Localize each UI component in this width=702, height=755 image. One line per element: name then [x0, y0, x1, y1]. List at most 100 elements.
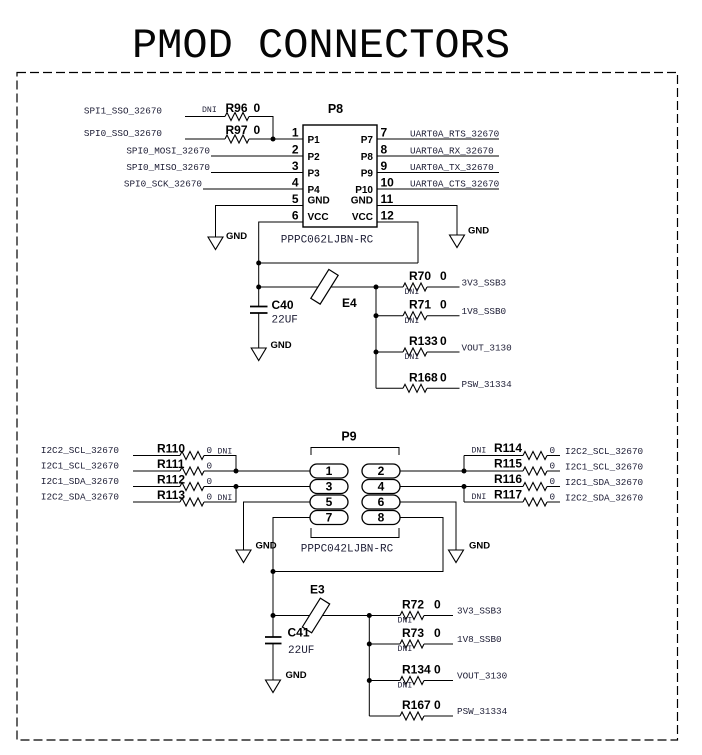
net-label: 1V8_SSB0	[462, 306, 507, 317]
p8-resistor-symbols	[224, 111, 428, 394]
r116-refdes: R116	[494, 472, 522, 486]
r70-dni: DNI	[405, 288, 420, 297]
p9-pin-number: 7	[326, 510, 333, 524]
gnd-label: GND	[469, 541, 490, 552]
r71-dni: DNI	[405, 317, 420, 326]
p9-pin-number: 1	[326, 464, 333, 478]
p8-pin-number: 6	[292, 209, 299, 223]
net-label: SPI0_MOSI_32670	[126, 146, 210, 157]
r96-refdes: R96	[226, 101, 248, 115]
net-label: I2C1_SCL_32670	[565, 462, 643, 473]
p8-pin-label: VCC	[308, 212, 329, 223]
p9-part-number: PPPC042LJBN-RC	[301, 544, 394, 556]
p8-pin-label: GND	[351, 196, 373, 207]
net-label: SPI0_SCK_32670	[124, 179, 202, 190]
c40-refdes: C40	[272, 298, 294, 312]
e4-refdes: E4	[342, 296, 357, 310]
r167-value: 0	[434, 698, 441, 712]
gnd-label: GND	[226, 231, 247, 242]
r111-value: 0	[207, 461, 213, 472]
r133-dni: DNI	[405, 353, 420, 362]
c41-refdes: C41	[288, 626, 310, 640]
r111-refdes: R111	[157, 457, 185, 471]
net-label: I2C1_SCL_32670	[41, 461, 119, 472]
p9-pin-number: 6	[378, 495, 385, 509]
p8-pin-number: 12	[381, 209, 395, 223]
net-label: UART0A_TX_32670	[410, 162, 494, 173]
c40-value: 22UF	[272, 315, 298, 327]
net-label: I2C2_SCL_32670	[41, 445, 119, 456]
r97-value: 0	[254, 123, 261, 137]
r133-value: 0	[440, 334, 447, 348]
gnd-symbol-c41	[264, 679, 282, 694]
p8-pin-number: 4	[292, 176, 299, 190]
p8-pin-label: P9	[361, 169, 374, 180]
r73-value: 0	[434, 626, 441, 640]
p9-connector-section: P9 1 3 5 7 2 4 6 8 PPPC042LJBN-RC I2C2_S…	[41, 430, 643, 722]
r72-value: 0	[434, 598, 441, 612]
p8-refdes: P8	[328, 102, 343, 116]
r117-refdes: R117	[494, 488, 522, 502]
r114-dni: DNI	[472, 447, 487, 456]
p8-connector-body	[302, 124, 378, 228]
r96-dni: DNI	[202, 106, 217, 115]
p9-pin-number: 4	[378, 479, 385, 493]
net-label: VOUT_3130	[462, 343, 512, 354]
r97-refdes: R97	[226, 123, 248, 137]
r72-refdes: R72	[402, 598, 424, 612]
net-label: 3V3_SSB3	[462, 278, 507, 289]
r112-value: 0	[207, 476, 213, 487]
p8-part-number: PPPC062LJBN-RC	[281, 235, 374, 247]
e4-bead-symbol	[310, 268, 339, 305]
r110-dni: DNI	[218, 448, 233, 457]
p8-pin-number: 7	[381, 126, 388, 140]
p8-pin-number: 5	[292, 192, 299, 206]
p9-pin-number: 5	[326, 495, 333, 509]
p8-pin-number: 1	[292, 126, 299, 140]
gnd-label: GND	[256, 541, 277, 552]
r114-refdes: R114	[494, 441, 522, 455]
p8-connector-section: P8 SPI1_SSO_32670 SPI0_SSO_32670 SPI0_MO…	[84, 101, 512, 394]
r113-value: 0	[207, 492, 213, 503]
gnd-symbol-c40	[250, 347, 268, 362]
r73-dni: DNI	[398, 645, 413, 654]
r113-refdes: R113	[157, 488, 185, 502]
p8-pin-label: P8	[361, 152, 374, 163]
r115-value: 0	[550, 461, 556, 472]
r71-value: 0	[440, 298, 447, 312]
gnd-symbol-p8-right	[448, 234, 466, 249]
r112-refdes: R112	[157, 473, 185, 487]
r115-refdes: R115	[494, 457, 522, 471]
net-label: SPI0_SSO_32670	[84, 128, 162, 139]
p8-wires	[185, 116, 499, 389]
r168-value: 0	[440, 370, 447, 384]
r110-refdes: R110	[157, 442, 185, 456]
p8-pin-number: 2	[292, 143, 299, 157]
p8-pin-label: P7	[361, 135, 374, 146]
p8-pin-label: P4	[308, 185, 321, 196]
r167-refdes: R167	[402, 698, 431, 712]
sheet-border	[16, 71, 679, 741]
p9-pin-number: 2	[378, 464, 385, 478]
p9-bracket-top	[310, 447, 400, 455]
r133-refdes: R133	[409, 334, 438, 348]
r134-dni: DNI	[398, 682, 413, 691]
p9-connector-body	[309, 463, 401, 526]
c40-capacitor-symbol	[250, 305, 268, 314]
r134-value: 0	[434, 663, 441, 677]
r96-value: 0	[254, 101, 261, 115]
r113-dni: DNI	[218, 494, 233, 503]
net-label: SPI1_SSO_32670	[84, 106, 162, 117]
p9-pin-number: 3	[326, 479, 333, 493]
p8-pin-number: 3	[292, 159, 299, 173]
r72-dni: DNI	[398, 617, 413, 626]
gnd-label: GND	[286, 670, 307, 681]
net-label: I2C1_SDA_32670	[565, 477, 643, 488]
r73-refdes: R73	[402, 626, 424, 640]
net-label: PSW_31334	[457, 706, 508, 717]
p8-junction-dots	[256, 136, 379, 355]
e3-refdes: E3	[310, 583, 325, 597]
net-label: 1V8_SSB0	[457, 634, 502, 645]
r168-refdes: R168	[409, 370, 438, 384]
